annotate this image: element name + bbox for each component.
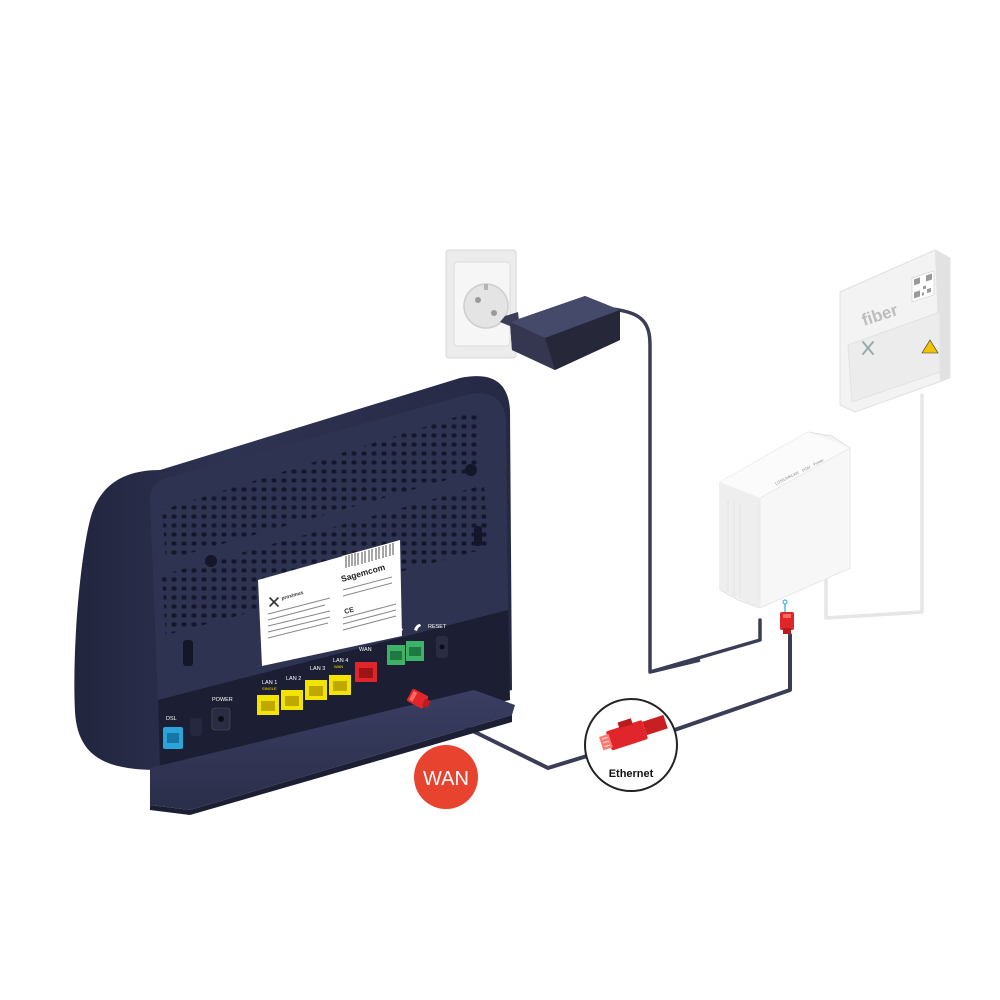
wan-port-label: WAN [359, 647, 372, 653]
lan4-label: LAN 4 [333, 658, 348, 664]
dsl-port-label: DSL [166, 716, 177, 722]
lan-port-4[interactable] [329, 675, 351, 695]
ethernet-callout: Ethernet [584, 698, 678, 792]
fiber-logo-icon [862, 341, 874, 355]
power-cable-segment [649, 658, 701, 674]
ont-device: LOS/LINK LAN PON Power [719, 431, 851, 609]
reset-label: RESET [428, 624, 447, 630]
laser-warning-icon [921, 339, 939, 354]
ethernet-label: Ethernet [609, 768, 654, 780]
ce-mark-icon: CE [344, 606, 356, 616]
svg-text:Power: Power [812, 457, 825, 467]
lan3-label: LAN 3 [310, 666, 325, 672]
svg-text:LAN: LAN [790, 470, 799, 478]
reset-button[interactable] [436, 636, 448, 658]
lan-port-2[interactable] [281, 690, 303, 710]
phone-port-1[interactable] [387, 645, 405, 665]
barcode [345, 543, 394, 568]
lan-port-1[interactable] [257, 695, 279, 715]
fiber-cable[interactable] [824, 393, 924, 620]
router: Sagemcom proximus CE [74, 376, 515, 815]
phone-port-2[interactable] [406, 641, 424, 661]
lan1-label: LAN 1 [262, 680, 277, 686]
power-port[interactable] [211, 707, 231, 731]
lan1-sub-label: SINGLE [262, 686, 277, 691]
dsl-port[interactable] [163, 727, 183, 749]
sticker-fine-print [267, 576, 397, 639]
proximus-logo-icon [269, 597, 279, 607]
qr-code [911, 270, 935, 303]
power-adapter[interactable] [500, 296, 620, 370]
lan4-sub-label: WAN [334, 664, 343, 669]
fiber-wall-box: fiber [839, 249, 951, 413]
wan-port[interactable] [355, 662, 377, 682]
lan-port-3[interactable] [305, 680, 327, 700]
phone-icon [396, 624, 421, 635]
lan2-label: LAN 2 [286, 676, 301, 682]
ethernet-plug-icon [599, 715, 668, 751]
router-stand [150, 690, 515, 810]
ont-ethernet-plug[interactable] [780, 612, 794, 634]
wan-badge-text: WAN [423, 768, 469, 790]
wall-socket [445, 249, 517, 359]
router-ethernet-plug[interactable] [406, 688, 432, 711]
svg-text:PON: PON [801, 464, 811, 472]
wan-badge: WAN [414, 745, 478, 809]
router-sticker: Sagemcom proximus CE [258, 540, 402, 666]
power-switch[interactable] [190, 718, 202, 736]
power-port-label: POWER [212, 697, 233, 703]
